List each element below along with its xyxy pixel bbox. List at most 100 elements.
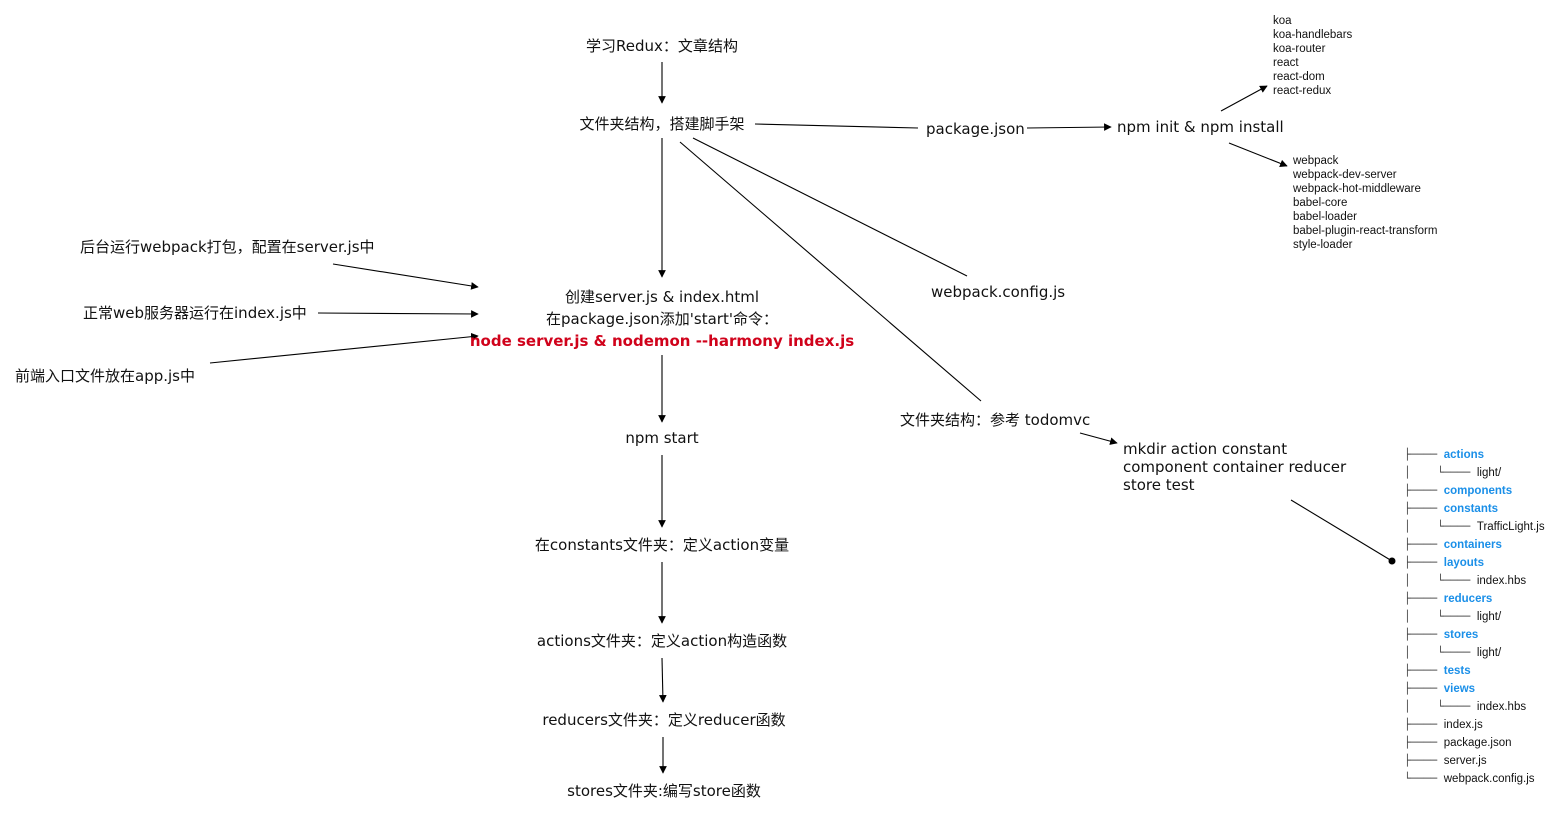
node-title: 学习Redux：文章结构 <box>586 37 738 55</box>
create-server-command: node server.js & nodemon --harmony index… <box>469 332 855 350</box>
tree-row: ├──── constants <box>1404 500 1545 518</box>
dev-dependency-item: webpack-dev-server <box>1293 169 1397 181</box>
arrow-npm-to-deps-top <box>1220 85 1268 112</box>
arrow-note-app <box>209 332 479 364</box>
tree-row: │ └──── light/ <box>1404 644 1545 662</box>
note-web-server: 正常web服务器运行在index.js中 <box>83 304 307 322</box>
tree-branch-glyph: └──── <box>1404 772 1444 785</box>
tree-folder-name: stores <box>1443 629 1479 641</box>
dependency-item: react-dom <box>1273 71 1325 83</box>
tree-branch-glyph: │ └──── <box>1404 574 1477 587</box>
tree-connector-dot <box>1388 557 1396 565</box>
tree-file-name: package.json <box>1443 737 1512 749</box>
tree-row: ├──── server.js <box>1404 752 1545 770</box>
tree-file-name: server.js <box>1443 755 1487 767</box>
tree-file-name: light/ <box>1476 467 1502 479</box>
arrow-actions-to-reducers <box>658 657 667 703</box>
tree-file-name: index.hbs <box>1476 701 1527 713</box>
tree-row: ├──── containers <box>1404 536 1545 554</box>
tree-folder-name: containers <box>1443 539 1502 551</box>
tree-row: ├──── package.json <box>1404 734 1545 752</box>
node-folder-ref: 文件夹结构：参考 todomvc <box>900 411 1091 429</box>
tree-branch-glyph: ├──── <box>1404 538 1444 551</box>
note-webpack-bundle: 后台运行webpack打包，配置在server.js中 <box>80 238 375 256</box>
tree-branch-glyph: ├──── <box>1404 718 1444 731</box>
line-scaffold-to-webpack-config <box>692 137 968 277</box>
dependency-item: koa-handlebars <box>1273 29 1353 41</box>
tree-branch-glyph: ├──── <box>1404 556 1444 569</box>
tree-branch-glyph: │ └──── <box>1404 646 1477 659</box>
tree-folder-name: tests <box>1443 665 1471 677</box>
dependency-item: react-redux <box>1273 85 1332 97</box>
tree-row: ├──── stores <box>1404 626 1545 644</box>
tree-row: ├──── layouts <box>1404 554 1545 572</box>
node-npm-init: npm init & npm install <box>1117 118 1284 136</box>
tree-branch-glyph: ├──── <box>1404 628 1444 641</box>
tree-branch-glyph: ├──── <box>1404 502 1444 515</box>
tree-folder-name: constants <box>1443 503 1499 515</box>
tree-file-name: light/ <box>1476 647 1502 659</box>
tree-branch-glyph: ├──── <box>1404 682 1444 695</box>
node-actions-step: actions文件夹：定义action构造函数 <box>536 632 788 650</box>
node-webpack-config: webpack.config.js <box>931 283 1066 301</box>
tree-row: ├──── tests <box>1404 662 1545 680</box>
tree-branch-glyph: │ └──── <box>1404 700 1477 713</box>
tree-branch-glyph: ├──── <box>1404 484 1444 497</box>
tree-folder-name: layouts <box>1443 557 1485 569</box>
note-app-entry: 前端入口文件放在app.js中 <box>15 367 195 385</box>
tree-row: │ └──── light/ <box>1404 464 1545 482</box>
create-server-line2: 在package.json添加'start'命令： <box>546 310 778 328</box>
tree-folder-name: actions <box>1443 449 1485 461</box>
tree-row: ├──── components <box>1404 482 1545 500</box>
arrow-folder-ref-to-mkdir <box>1079 432 1118 445</box>
tree-row: │ └──── index.hbs <box>1404 572 1545 590</box>
line-mkdir-to-tree <box>1290 499 1393 562</box>
deps-top-list: koa koa-handlebars koa-router react react-do… <box>1273 14 1352 98</box>
line-scaffold-to-folder-ref <box>679 141 982 402</box>
tree-file-name: index.js <box>1443 719 1483 731</box>
tree-folder-name: components <box>1443 485 1513 497</box>
dev-dependency-item: style-loader <box>1293 239 1353 251</box>
node-stores-step: stores文件夹:编写store函数 <box>567 782 761 800</box>
dependency-item: react <box>1273 57 1299 69</box>
tree-row: │ └──── TrafficLight.js <box>1404 518 1545 536</box>
node-mkdir: mkdir action constant component containe… <box>1123 440 1346 494</box>
mkdir-line3: store test <box>1123 476 1195 494</box>
node-reducers-step: reducers文件夹：定义reducer函数 <box>542 711 786 729</box>
tree-branch-glyph: │ └──── <box>1404 520 1477 533</box>
dev-dependency-item: babel-loader <box>1293 211 1357 223</box>
arrow-note-web <box>317 310 479 318</box>
tree-row: │ └──── index.hbs <box>1404 698 1545 716</box>
tree-branch-glyph: ├──── <box>1404 736 1444 749</box>
tree-branch-glyph: ├──── <box>1404 448 1444 461</box>
dev-dependency-item: babel-plugin-react-transform <box>1293 225 1438 237</box>
tree-row: └──── webpack.config.js <box>1404 770 1545 788</box>
dependency-item: koa-router <box>1273 43 1326 55</box>
create-server-line1: 创建server.js & index.html <box>564 288 760 306</box>
tree-file-name: webpack.config.js <box>1443 773 1535 785</box>
node-folder-scaffold: 文件夹结构，搭建脚手架 <box>579 115 745 133</box>
tree-file-name: TrafficLight.js <box>1476 521 1545 533</box>
tree-row: ├──── views <box>1404 680 1545 698</box>
tree-folder-name: reducers <box>1443 593 1493 605</box>
tree-branch-glyph: ├──── <box>1404 754 1444 767</box>
folder-tree: ├──── actions│ └──── light/├──── compone… <box>1404 446 1545 788</box>
mkdir-line2: component container reducer <box>1123 458 1347 476</box>
dev-dependency-item: webpack <box>1293 155 1339 167</box>
tree-row: ├──── reducers <box>1404 590 1545 608</box>
tree-row: ├──── index.js <box>1404 716 1545 734</box>
tree-file-name: index.hbs <box>1476 575 1527 587</box>
tree-file-name: light/ <box>1476 611 1502 623</box>
tree-row: │ └──── light/ <box>1404 608 1545 626</box>
dev-dependency-item: babel-core <box>1293 197 1348 209</box>
node-create-server: 创建server.js & index.html 在package.json添加… <box>470 286 854 352</box>
tree-folder-name: views <box>1443 683 1476 695</box>
arrow-package-to-npm <box>1026 123 1112 131</box>
dependency-item: koa <box>1273 15 1292 27</box>
node-constants-step: 在constants文件夹：定义action变量 <box>534 536 790 554</box>
line-scaffold-to-package <box>754 123 919 129</box>
mkdir-line1: mkdir action constant <box>1123 440 1288 458</box>
node-package-json: package.json <box>926 120 1025 138</box>
tree-row: ├──── actions <box>1404 446 1545 464</box>
